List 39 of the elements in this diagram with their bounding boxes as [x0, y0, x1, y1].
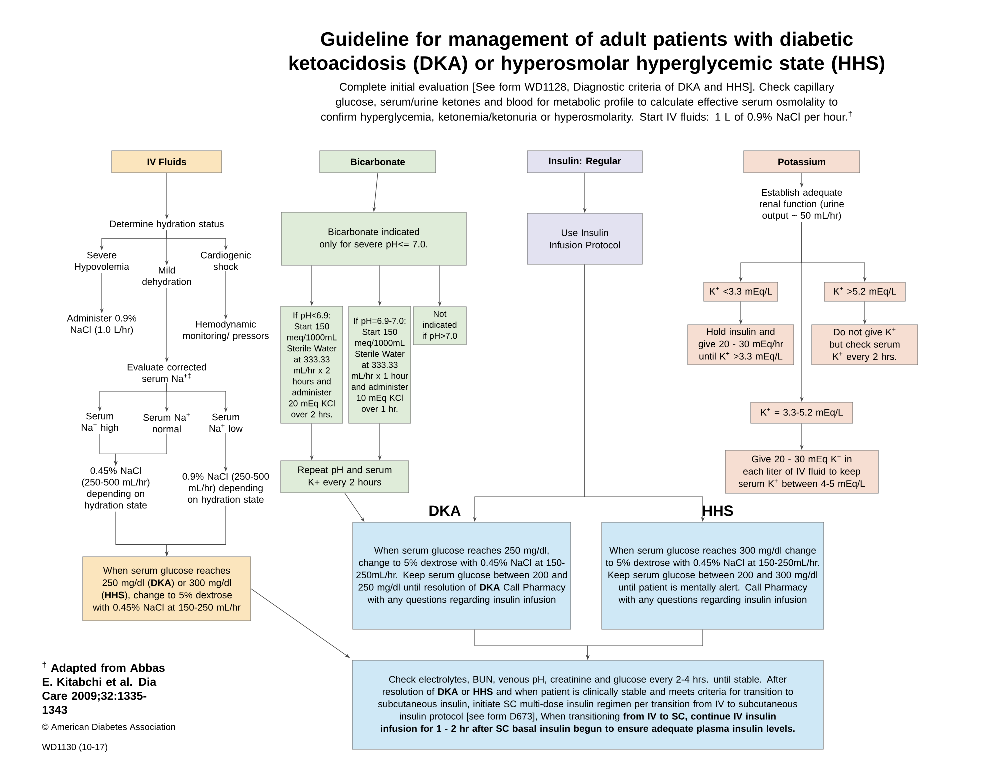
- section-heading: HHS: [703, 506, 734, 516]
- intro-text: Complete initial evaluation [See form WD1128, Diagnostic criteria of DKA and HHS]. Check capillary glucose, serum/urine ketones and blood for metabolic profile to calculate effective serum osmolality to confirm hyperglycemia, ketonemia/ketonuria or hyperosmolarity. Start IV fluids: 1 L of 0.9% NaCl per hour.$^{†}$: [321, 82, 852, 124]
- process-box: Do not give K$^{+}$ but check serum K$^{+}$ every 2 hrs.: [812, 324, 918, 366]
- step-text: Severe Hypovolemia: [75, 252, 130, 272]
- form-number: WD1130 (10-17): [42, 744, 108, 752]
- step-text: Administer 0.9% NaCl (1.0 L/hr): [67, 314, 136, 336]
- step-text: Establish adequate renal function (urine output ~ 50 mL/hr): [760, 189, 844, 221]
- step-text: Cardiogenic shock: [201, 252, 252, 270]
- process-box: Give 20 - 30 mEq K$^{+}$ in each liter of IV fluid to keep serum K$^{+}$ between 4-5 mEq/L: [725, 450, 879, 494]
- category-box: Insulin: Regular: [527, 150, 643, 174]
- citation-note: $^{†}$ Adapted from Abbas E. Kitabchi et al. Dia Care 2009;32:1335-1343: [42, 662, 165, 714]
- section-heading: DKA: [430, 506, 461, 516]
- process-box: If pH<6.9: Start 150 meq/1000mL Sterile Water at 333.33 mL/hr x 2 hours and administer 20 mEq KCl over 2 hrs.: [280, 306, 344, 424]
- step-text: Mild dehydration: [142, 266, 192, 288]
- process-box: Not indicated if pH>7.0: [413, 306, 467, 346]
- step-text: Hemodynamic monitoring/ pressors: [183, 320, 269, 342]
- process-box: K$^{+}$ = 3.3-5.2 mEq/L: [750, 402, 854, 424]
- process-box: When serum glucose reaches 300 mg/dl change to 5% dextrose with 0.45% NaCl at 150-250mL/hr. Keep serum glucose between 200 and 300 mg/dl until patient is mentally alert. Call Pharmacy with any questions regarding insulin infusion: [602, 522, 824, 630]
- step-text: Serum Na$^{+}$ low: [210, 414, 243, 432]
- process-box: When serum glucose reaches 250 mg/dl, change to 5% dextrose with 0.45% NaCl at 150-250mL/hr. Keep serum glucose between 200 and 250 mg/dl until resolution of DKA Call Pharmacy with any questions regarding insulin infusion: [352, 522, 572, 630]
- process-box: Bicarbonate indicated only for severe pH<= 7.0.: [281, 212, 467, 266]
- step-text: Serum Na$^{+}$ high: [82, 412, 118, 434]
- title: Guideline for management of adult patients with diabetic ketoacidosis (DKA) or hyperosmolar hyperglycemic state (HHS): [290, 32, 884, 74]
- category-box: IV Fluids: [112, 150, 222, 174]
- step-text: Serum Na$^{+}$ normal: [144, 413, 190, 433]
- category-box: Bicarbonate: [320, 150, 436, 174]
- step-text: 0.9% NaCl (250-500 mL/hr) depending on hydration state: [182, 473, 270, 505]
- copyright-note: © American Diabetes Association: [42, 724, 176, 730]
- step-text: Evaluate corrected serum Na$^{+‡}$: [128, 364, 206, 382]
- step-text: Determine hydration status: [110, 220, 224, 230]
- category-box: Potassium: [744, 150, 860, 174]
- process-box: When serum glucose reaches 250 mg/dl (DKA) or 300 mg/dl (HHS), change to 5% dextrose with 0.45% NaCl at 150-250 mL/hr: [82, 556, 252, 622]
- process-box: Hold insulin and give 20 - 30 mEq/hr until K$^{+}$ >3.3 mEq/L: [688, 324, 794, 366]
- step-text: 0.45% NaCl (250-500 mL/hr) depending on hydration state: [82, 467, 150, 511]
- process-box: Repeat pH and serum K+ every 2 hours: [280, 460, 410, 494]
- process-box: K$^{+}$ <3.3 mEq/L: [704, 282, 778, 302]
- process-box: Use Insulin Infusion Protocol: [527, 213, 643, 265]
- process-box: K$^{+}$ >5.2 mEq/L: [824, 282, 906, 302]
- process-box: Check electrolytes, BUN, venous pH, creatinine and glucose every 2-4 hrs. until stable. After resolution of DKA or HHS and when patient is clinically stable and meets criteria for transition to subcutaneous insulin, initiate SC multi-dose insulin regimen per transition from IV to subcutaneous insulin protocol [see form D673], When transitioning from IV to SC, continue IV insulin infusion for 1 - 2 hr after SC basal insulin begun to ensure adequate plasma insulin levels.: [352, 660, 824, 750]
